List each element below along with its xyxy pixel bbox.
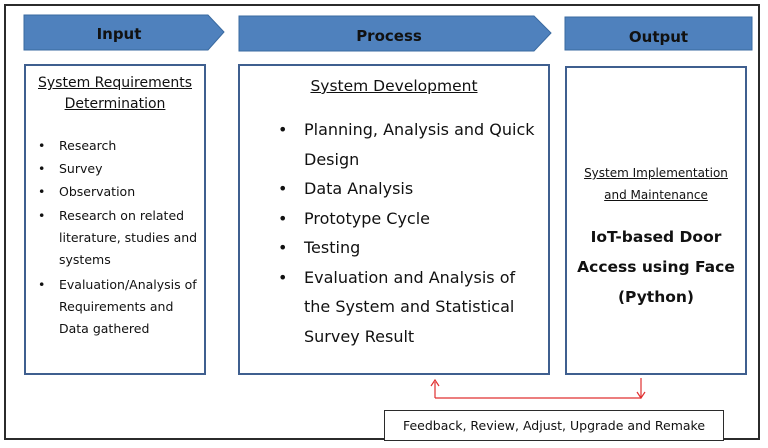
output-subtitle-line1: System Implementation (584, 166, 728, 180)
list-item: Research on related literature, studies … (26, 205, 204, 271)
input-list: Research Survey Observation Research on … (26, 136, 204, 340)
output-result-line3: (Python) (617, 288, 695, 306)
input-header: Input (96, 25, 142, 43)
process-header-arrow (238, 15, 552, 52)
output-result-line1: IoT-based Door (590, 228, 722, 246)
input-box: System Requirements Determination Resear… (24, 64, 206, 375)
input-title-line1: System Requirements (38, 75, 192, 91)
input-header-arrow (23, 14, 225, 51)
input-title-line2: Determination (64, 96, 166, 112)
list-item: Survey (26, 159, 204, 179)
list-item: Testing (240, 233, 540, 263)
list-item: Evaluation/Analysis of Requirements and … (26, 274, 204, 340)
process-title: System Development (310, 77, 478, 95)
process-list: Planning, Analysis and Quick Design Data… (240, 115, 548, 351)
output-result-line2: Access using Face (577, 258, 735, 276)
list-item: Evaluation and Analysis of the System an… (240, 263, 540, 352)
list-item: Prototype Cycle (240, 204, 540, 234)
feedback-box: Feedback, Review, Adjust, Upgrade and Re… (384, 410, 724, 441)
diagram-frame (4, 4, 760, 440)
list-item: Research (26, 136, 204, 156)
process-box: System Development Planning, Analysis an… (238, 64, 550, 375)
output-header-bar (564, 16, 753, 51)
process-header: Process (356, 27, 422, 45)
output-box: System Implementation and Maintenance Io… (565, 66, 747, 375)
list-item: Planning, Analysis and Quick Design (240, 115, 540, 174)
list-item: Observation (26, 182, 204, 202)
list-item: Data Analysis (240, 174, 540, 204)
output-subtitle-line2: and Maintenance (604, 188, 708, 202)
output-header: Output (628, 28, 689, 46)
feedback-loop-arrow (430, 378, 646, 400)
